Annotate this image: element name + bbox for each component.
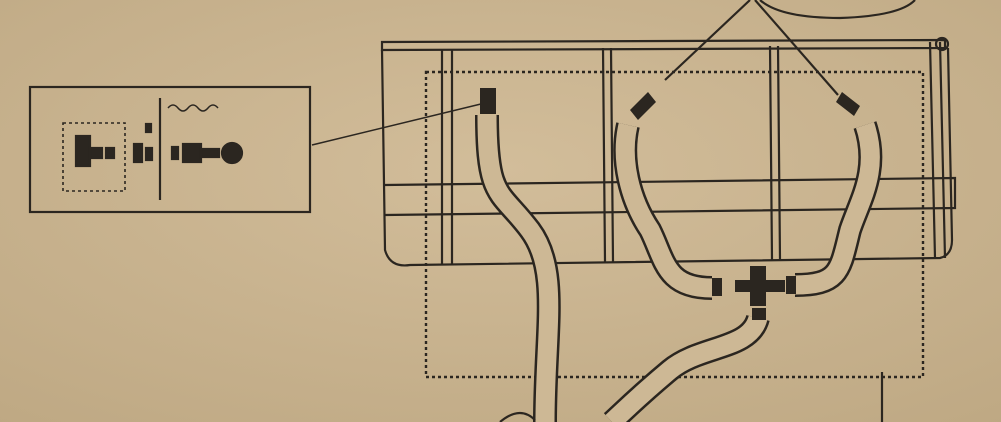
rail-end-cap: [934, 36, 950, 52]
right-nozzle: [836, 92, 860, 116]
pool-band: [384, 176, 957, 217]
inlet-fitting: [480, 88, 496, 114]
inset-pointer-arrow: [311, 102, 486, 146]
pool-legs: [440, 41, 947, 265]
drain-hose-curl: [499, 411, 536, 422]
fittings: [480, 88, 860, 320]
left-nozzle: [630, 92, 656, 120]
inset-dotted-box: [62, 122, 126, 192]
water-wave-icon: [167, 104, 219, 112]
inset-detail-box: [28, 85, 312, 214]
valve-fitting-icon: [74, 122, 244, 168]
callout-bubble: [759, 0, 916, 20]
